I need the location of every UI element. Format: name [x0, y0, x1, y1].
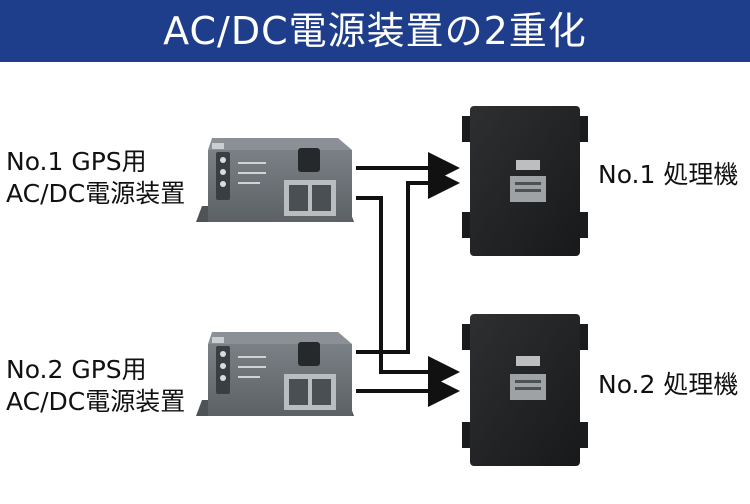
psu-2-device [196, 332, 354, 416]
psu-2-logo-icon [212, 337, 224, 343]
psu-2-led-icon [220, 375, 226, 381]
processor-2-device [462, 314, 588, 466]
psu-1-led-icon [220, 157, 226, 163]
processor-2-mount-icon [580, 324, 588, 350]
processor-1-mount-icon [462, 116, 470, 142]
processor-1-mount-icon [462, 212, 470, 238]
processor-1-nameplate [516, 160, 540, 170]
psu-2-led-icon [220, 363, 226, 369]
connection-psu1-to-proc2 [356, 198, 454, 372]
processor-1-mount-icon [580, 116, 588, 142]
title-bar: AC/DC電源装置の2重化 [0, 0, 750, 62]
processor-1-mount-icon [580, 212, 588, 238]
connection-psu2-to-proc1 [356, 183, 454, 352]
psu-2-led-icon [220, 351, 226, 357]
processor-2-mount-icon [462, 324, 470, 350]
psu-1-device [196, 138, 354, 222]
psu-2-switch-icon [298, 342, 320, 366]
page-title: AC/DC電源装置の2重化 [0, 0, 750, 62]
psu-1-led-icon [220, 169, 226, 175]
processor-2-nameplate [516, 356, 540, 366]
processor-2-mount-icon [580, 422, 588, 448]
psu-1-logo-icon [212, 143, 224, 149]
psu-1-switch-icon [298, 148, 320, 172]
psu-1-led-icon [220, 181, 226, 187]
processor-1-device [462, 106, 588, 256]
processor-2-mount-icon [462, 422, 470, 448]
connections [356, 168, 454, 391]
wiring-diagram [0, 62, 750, 504]
